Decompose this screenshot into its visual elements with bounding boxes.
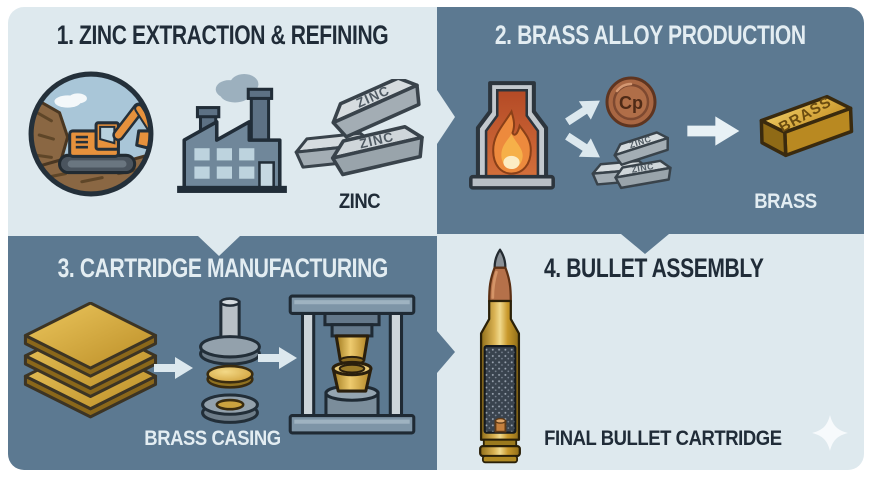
step3-product-label: BRASS CASING xyxy=(144,427,282,450)
step3-title: 3. CARTRIDGE MANUFACTURING xyxy=(57,253,388,283)
refinery-factory-icon xyxy=(170,73,294,195)
svg-text:ZINC: ZINC xyxy=(631,161,655,175)
svg-text:Cp: Cp xyxy=(619,93,643,113)
bullet-cartridge-icon xyxy=(472,247,528,465)
step4-title: 4. BULLET ASSEMBLY xyxy=(543,253,764,283)
press-machine-icon xyxy=(288,292,416,437)
arrow-punch-to-press-icon xyxy=(258,346,298,370)
step2-product-label: BRASS xyxy=(754,190,818,213)
diagram-panel: 1. ZINC EXTRACTION & REFINING xyxy=(8,7,864,470)
zinc-ingots-icon: ZINC ZINC xyxy=(290,79,424,191)
step4-product-label: FINAL BULLET CARTRIDGE xyxy=(544,427,782,450)
step2-title: 2. BRASS ALLOY PRODUCTION xyxy=(495,20,806,50)
brass-ingot-icon: BRASS xyxy=(746,79,862,189)
zinc-ingots-small-icon: ZINC ZINC xyxy=(590,131,676,197)
copper-coin-icon: Cp xyxy=(605,76,657,128)
arrow-sheets-to-punch-icon xyxy=(154,356,194,380)
brass-sheets-icon xyxy=(23,302,161,426)
sparkle-icon xyxy=(811,414,849,452)
step1-title: 1. ZINC EXTRACTION & REFINING xyxy=(56,20,389,50)
mining-excavator-icon xyxy=(25,68,157,200)
furnace-icon xyxy=(463,77,561,197)
step1-product-label: ZINC xyxy=(338,190,380,213)
split-arrow-down-icon xyxy=(561,126,608,168)
flow-arrow-step2-to-step4-icon xyxy=(621,234,669,254)
arrow-to-brass-icon xyxy=(686,115,742,147)
flow-arrow-step1-to-step3-icon xyxy=(198,236,240,256)
punch-die-icon xyxy=(194,295,266,429)
flow-arrow-step3-to-step4-icon xyxy=(437,331,455,373)
split-arrow-up-icon xyxy=(561,90,608,132)
flow-arrow-step1-to-step2-icon xyxy=(437,90,455,144)
